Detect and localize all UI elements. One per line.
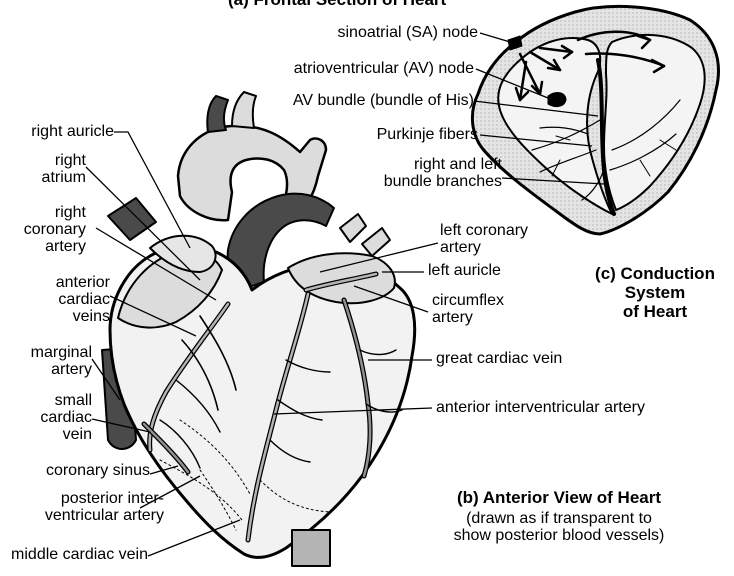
purkinje-fibers-label: Purkinje fibers [377,126,478,143]
marginal-artery-label: marginal artery [31,344,92,378]
anterior-view-title: (b) Anterior View of Heart [384,488,734,507]
conduction-heart-drawing [472,6,718,234]
circumflex-artery-label: circumflex artery [432,292,504,326]
great-cardiac-vein-label: great cardiac vein [436,350,562,367]
anterior-interventricular-label: anterior interventricular artery [436,399,645,416]
anterior-view-note: (drawn as if transparent to show posteri… [384,510,734,544]
sa-node-label: sinoatrial (SA) node [337,24,478,41]
left-coronary-artery-label: left coronary artery [440,222,528,256]
av-bundle-label: AV bundle (bundle of His) [293,92,474,109]
middle-cardiac-vein-label: middle cardiac vein [11,546,148,563]
av-node-label: atrioventricular (AV) node [294,60,474,77]
left-auricle-label: left auricle [428,262,501,279]
right-atrium-label: right atrium [42,152,86,186]
right-coronary-artery-label: right coronary artery [24,204,86,255]
posterior-interventricular-label: posterior inter- ventricular artery [45,490,164,524]
anterior-cardiac-veins-label: anterior cardiac veins [56,274,110,325]
right-auricle-label: right auricle [31,123,114,140]
small-cardiac-vein-label: small cardiac vein [40,392,92,443]
frontal-section-title: (a) Frontal Section of Heart [228,0,446,9]
bundle-branches-label: right and left bundle branches [384,156,502,190]
conduction-system-title: (c) Conduction System of Heart [580,264,730,321]
coronary-sinus-label: coronary sinus [46,462,150,479]
